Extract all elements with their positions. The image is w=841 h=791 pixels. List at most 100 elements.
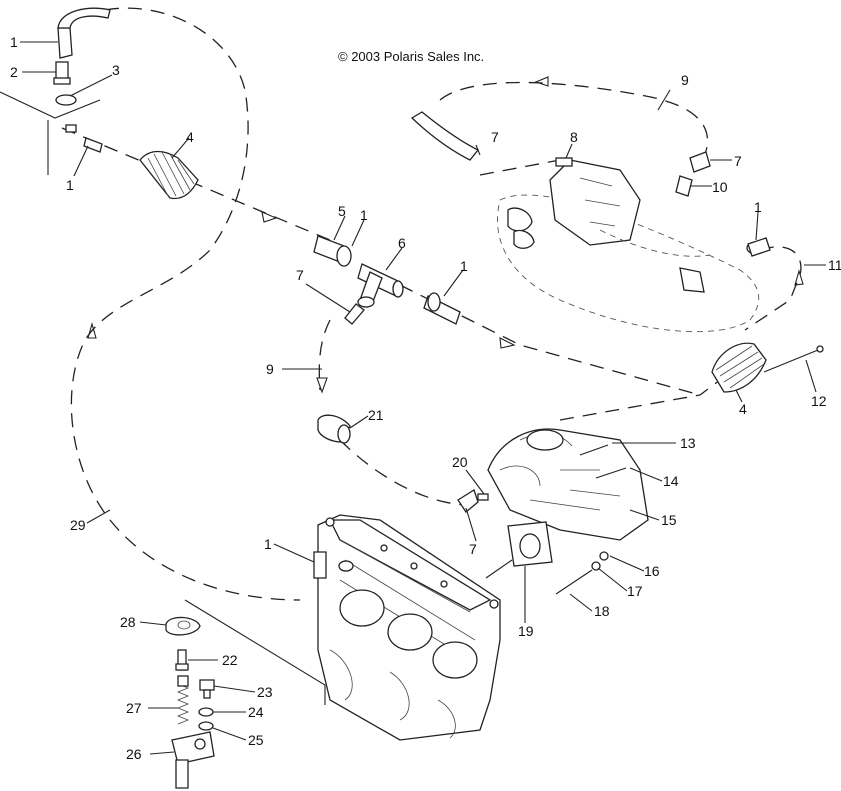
callout-13: 13 — [680, 435, 696, 451]
clip-28 — [165, 616, 201, 636]
manifold-body — [549, 159, 641, 246]
callout-7: 7 — [296, 267, 304, 283]
callout-7: 7 — [491, 129, 499, 145]
callout-28: 28 — [120, 614, 136, 630]
callout-leaders — [20, 41, 826, 755]
hose-9-top-path — [439, 81, 709, 166]
hose-7-top — [410, 111, 480, 161]
callout-12: 12 — [811, 393, 827, 409]
clamp-21 — [317, 414, 351, 444]
hose-29-path — [70, 7, 301, 601]
callout-9: 9 — [681, 72, 689, 88]
callout-4: 4 — [186, 129, 194, 145]
callout-numbers: 1 2 3 4 1 5 1 6 7 1 9 21 9 7 8 7 10 1 11… — [10, 34, 841, 762]
copyright-notice: © 2003 Polaris Sales Inc. — [338, 49, 484, 64]
callout-26: 26 — [126, 746, 142, 762]
hose-1-top — [57, 7, 111, 29]
hose-7-right — [689, 151, 711, 173]
hose-7-center — [344, 303, 365, 325]
callout-17: 17 — [627, 583, 643, 599]
callout-10: 10 — [712, 179, 728, 195]
fitting-2-nut — [53, 77, 71, 85]
block-fitting-1 — [313, 551, 327, 579]
callout-4: 4 — [739, 401, 747, 417]
engine-block — [184, 514, 501, 741]
callout-18: 18 — [594, 603, 610, 619]
screw-23 — [199, 679, 215, 691]
callout-24: 24 — [248, 704, 264, 720]
housing-26 — [171, 731, 215, 765]
hose-9-mid-path — [318, 319, 331, 391]
clamp-1-center — [427, 292, 441, 312]
leader-line — [485, 559, 513, 579]
hose-7-to-8-path — [479, 159, 561, 176]
fitting-20 — [477, 493, 489, 501]
flow-arrow-icon — [534, 76, 549, 87]
hose-7-lower — [457, 489, 479, 513]
leader-line — [184, 599, 326, 705]
bellows-4-right — [711, 342, 767, 393]
flow-arrow-icon — [87, 321, 97, 339]
gasket-19-hole — [519, 533, 541, 559]
callout-20: 20 — [452, 454, 468, 470]
hose-11-path — [744, 246, 802, 331]
callout-1: 1 — [460, 258, 468, 274]
manifold-port — [679, 267, 705, 293]
probe-12 — [763, 349, 819, 373]
callout-15: 15 — [661, 512, 677, 528]
flow-arrow-icon — [261, 211, 278, 223]
probe-12-tip — [816, 345, 824, 353]
bolt-18 — [555, 569, 593, 595]
clamp-1 — [336, 245, 352, 267]
callout-9: 9 — [266, 361, 274, 377]
tee-fitting-6 — [357, 263, 404, 308]
top-right-manifold — [497, 151, 824, 393]
exhaust-manifold — [485, 428, 649, 595]
fitting-1-lower — [83, 137, 103, 153]
callout-1: 1 — [360, 207, 368, 223]
leader-axis — [0, 91, 101, 119]
callout-7: 7 — [734, 153, 742, 169]
hose-21-path — [339, 439, 471, 506]
flow-arrow-icon — [316, 377, 328, 394]
callout-8: 8 — [570, 129, 578, 145]
manifold-port — [513, 229, 535, 249]
hose-4-right-path — [559, 379, 721, 421]
callout-27: 27 — [126, 700, 142, 716]
callout-1: 1 — [754, 199, 762, 215]
callout-14: 14 — [663, 473, 679, 489]
hose-1-right — [747, 237, 771, 257]
washer-3 — [55, 94, 77, 106]
callout-3: 3 — [112, 62, 120, 78]
hose-center-right-path — [399, 284, 701, 396]
callout-22: 22 — [222, 652, 238, 668]
bolt-13 — [579, 444, 609, 456]
hose-clamp-1-top — [57, 27, 73, 59]
callout-11: 11 — [828, 257, 841, 273]
manifold-opening — [526, 429, 564, 451]
spring-27 — [176, 683, 190, 725]
upper-left-parts — [0, 7, 489, 513]
callout-25: 25 — [248, 732, 264, 748]
fitting-8 — [555, 157, 573, 167]
bolt-14 — [595, 467, 627, 479]
fitting-small — [65, 124, 77, 133]
callout-1: 1 — [66, 177, 74, 193]
callout-29: 29 — [70, 517, 86, 533]
callout-7: 7 — [469, 541, 477, 557]
flow-arrow-icon — [499, 337, 516, 349]
washer-24 — [198, 707, 214, 717]
fitting-10 — [675, 175, 693, 197]
bellows-4 — [139, 150, 199, 200]
fitting-2 — [55, 61, 69, 81]
manifold-port — [507, 207, 533, 232]
sender-assembly — [165, 616, 215, 789]
callout-6: 6 — [398, 235, 406, 251]
callout-1: 1 — [10, 34, 18, 50]
washer-16 — [599, 551, 609, 561]
callout-21: 21 — [368, 407, 384, 423]
callout-1: 1 — [264, 536, 272, 552]
callout-5: 5 — [338, 203, 346, 219]
callout-16: 16 — [644, 563, 660, 579]
